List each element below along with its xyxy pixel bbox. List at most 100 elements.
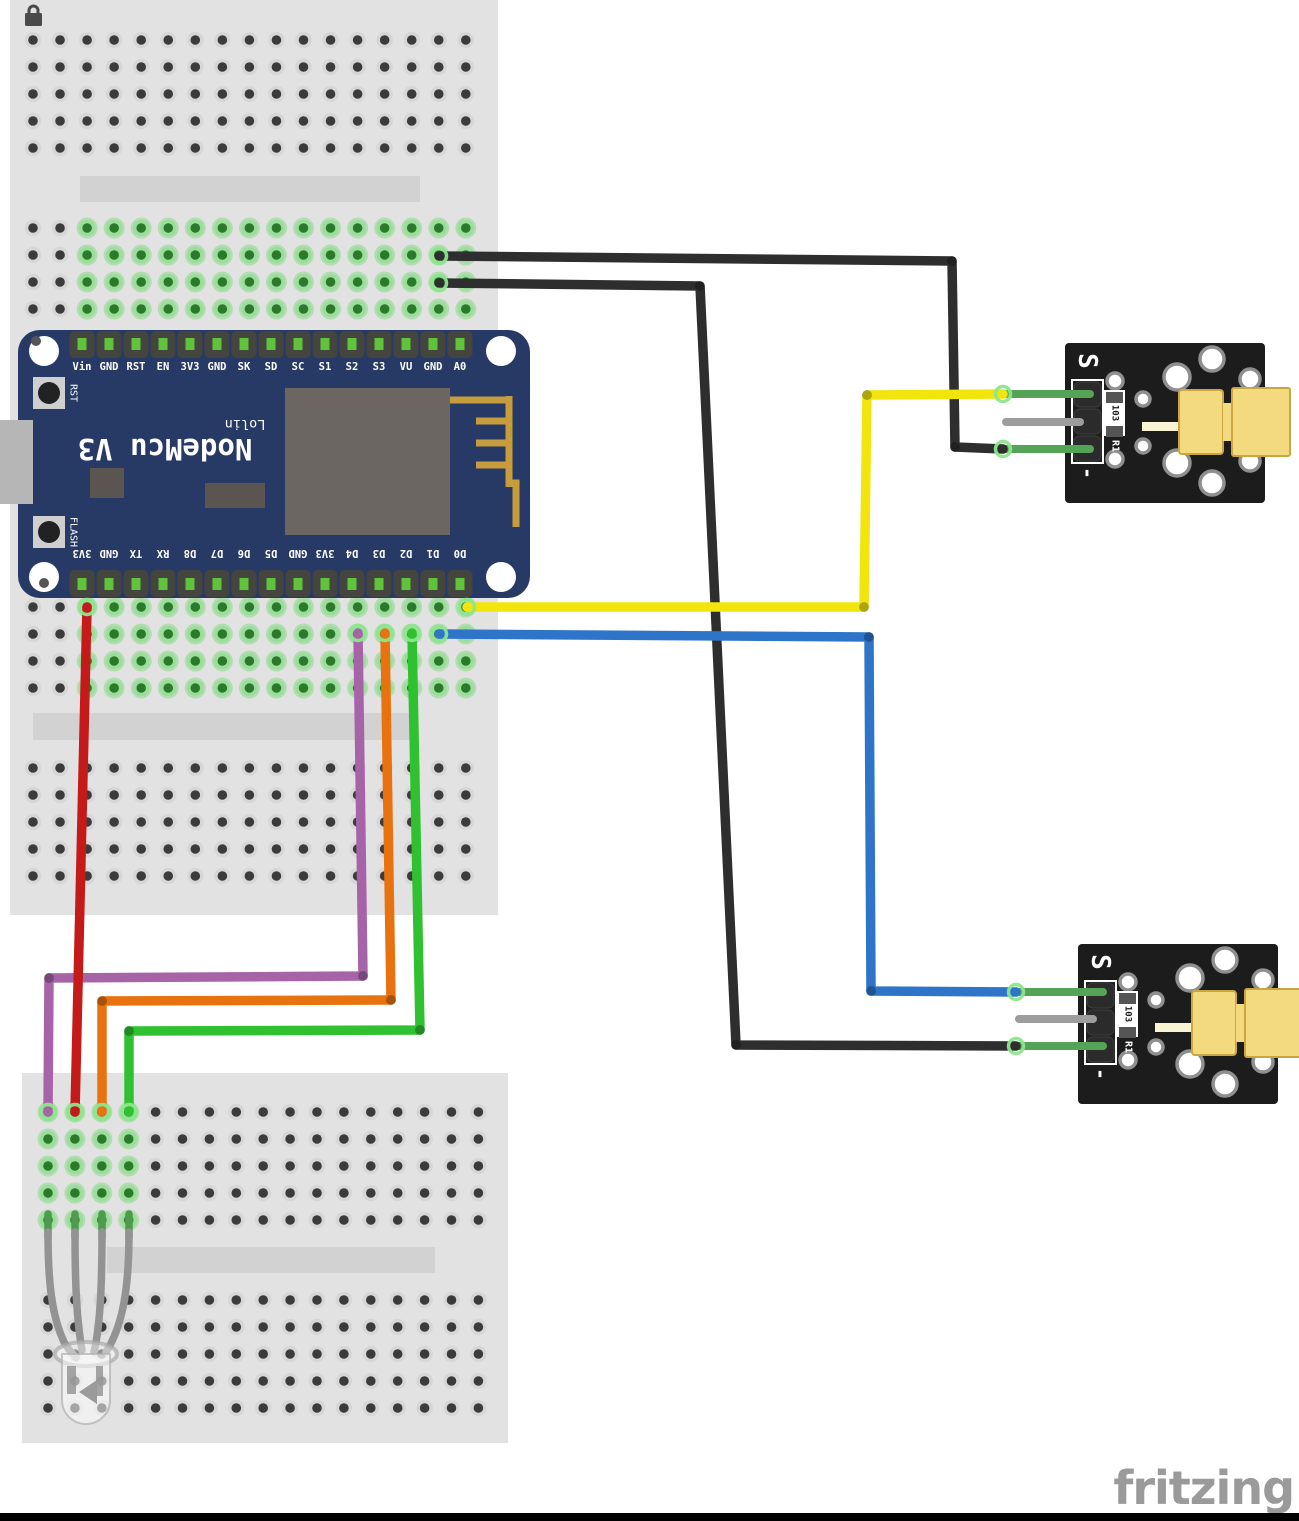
breadboard-hole [376, 139, 393, 157]
breadboard-hole [416, 1157, 433, 1175]
breadboard-hole [51, 139, 69, 157]
pin-contact[interactable] [374, 338, 384, 350]
rgb-led[interactable] [44, 1210, 133, 1425]
breadboard-hole [159, 840, 177, 858]
breadboard-hole [457, 58, 475, 76]
pin-contact[interactable] [266, 338, 276, 350]
pin-label-sk: SK [238, 361, 251, 373]
pin-contact[interactable] [239, 578, 249, 590]
wire-black-bottom-laser-gnd[interactable] [434, 278, 1021, 1051]
pin-contact[interactable] [158, 338, 168, 350]
breadboard-hole [51, 840, 69, 858]
breadboard-hole [120, 1318, 137, 1336]
laser-diode-head [1244, 988, 1299, 1058]
wire-green[interactable] [124, 628, 425, 1117]
breadboard-hole-connected [157, 271, 179, 293]
pin-contact[interactable] [428, 338, 438, 350]
breadboard-hole-connected [265, 298, 287, 320]
pin-contact[interactable] [212, 338, 222, 350]
breadboard-hole-connected [265, 650, 287, 672]
wire-purple[interactable] [43, 628, 368, 1117]
pin-contact[interactable] [131, 578, 141, 590]
breadboard-hole [187, 786, 204, 804]
breadboard-hole [362, 1103, 380, 1121]
wire-red[interactable] [70, 602, 92, 1117]
pin-contact[interactable] [401, 578, 411, 590]
breadboard-hole-connected [374, 298, 396, 320]
breadboard-hole-connected [37, 1182, 59, 1204]
breadboard-hole [268, 58, 285, 76]
breadboard-hole [174, 1184, 191, 1202]
pin-contact[interactable] [266, 578, 276, 590]
wire-orange[interactable] [97, 628, 396, 1117]
breadboard-hole-connected [293, 650, 314, 672]
breadboard-hole-connected [211, 677, 233, 699]
breadboard-hole-connected [64, 1182, 86, 1204]
breadboard-hole-connected [103, 596, 125, 618]
breadboard-hole [241, 31, 258, 49]
pin-contact[interactable] [320, 338, 330, 350]
flash-button-cap[interactable] [38, 521, 60, 543]
wire-blue-bottom-laser-signal[interactable] [434, 629, 1021, 997]
breadboard-hole-connected [347, 244, 369, 266]
breadboard-hole-connected [428, 217, 450, 239]
pin-contact[interactable] [104, 578, 114, 590]
breadboard-hole [430, 840, 448, 858]
pin-contact[interactable] [77, 578, 87, 590]
breadboard-hole [187, 813, 204, 831]
resistor-band [1106, 426, 1123, 437]
breadboard-hole [228, 1318, 245, 1336]
pin-contact[interactable] [401, 338, 411, 350]
pin-contact[interactable] [185, 578, 195, 590]
breadboard-hole [174, 1372, 191, 1390]
breadboard-hole [241, 139, 258, 157]
breadboard-hole-connected [265, 244, 287, 266]
breadboard-hole-connected [64, 1128, 86, 1150]
pin-contact[interactable] [374, 578, 384, 590]
rst-button[interactable]: RST [33, 377, 79, 409]
breadboard-hole [335, 1318, 353, 1336]
breadboard-hole [159, 786, 177, 804]
pin-contact[interactable] [131, 338, 141, 350]
breadboard-hole [430, 31, 448, 49]
breadboard-hole [470, 1318, 487, 1336]
breadboard-hole-connected [320, 677, 342, 699]
resistor-value: 103 [1110, 405, 1120, 421]
breadboard-hole [51, 300, 69, 318]
pin-contact[interactable] [293, 338, 303, 350]
solder-pad [1162, 448, 1192, 478]
breadboard-hole-connected [118, 1155, 140, 1177]
resistor-value: 103 [1123, 1006, 1133, 1022]
breadboard-hole [187, 58, 204, 76]
breadboard-hole [214, 813, 231, 831]
flash-button[interactable]: FLASH [33, 516, 79, 548]
breadboard-hole-connected [293, 298, 314, 320]
pin-contact[interactable] [455, 578, 465, 590]
pin-contact[interactable] [320, 578, 330, 590]
breadboard-hole [281, 1130, 299, 1148]
rst-button-cap[interactable] [38, 382, 60, 404]
wire-yellow-top-laser-signal[interactable] [462, 389, 1008, 612]
mounting-hole-icon [31, 336, 41, 346]
breadboard-hole [457, 840, 475, 858]
pin-contact[interactable] [77, 338, 87, 350]
laser-module-bottom[interactable]: S - 103 R1 [1078, 944, 1299, 1104]
pin-contact[interactable] [239, 338, 249, 350]
pin-contact[interactable] [455, 338, 465, 350]
breadboard-hole [159, 139, 177, 157]
breadboard-hole [147, 1372, 164, 1390]
pin-contact[interactable] [347, 578, 357, 590]
pin-contact[interactable] [104, 338, 114, 350]
pin-contact[interactable] [293, 578, 303, 590]
pin-contact[interactable] [428, 578, 438, 590]
laser-module-top[interactable]: S - 103 R1 [1065, 343, 1291, 503]
breadboard-hole [174, 1399, 191, 1417]
fritzing-logo: fritzing [1113, 1461, 1294, 1515]
wire-black-top-laser-gnd[interactable] [434, 251, 1008, 454]
pin-contact[interactable] [185, 338, 195, 350]
pin-contact[interactable] [158, 578, 168, 590]
breadboard-hole [51, 273, 69, 291]
pin-contact[interactable] [347, 338, 357, 350]
pin-contact[interactable] [212, 578, 222, 590]
